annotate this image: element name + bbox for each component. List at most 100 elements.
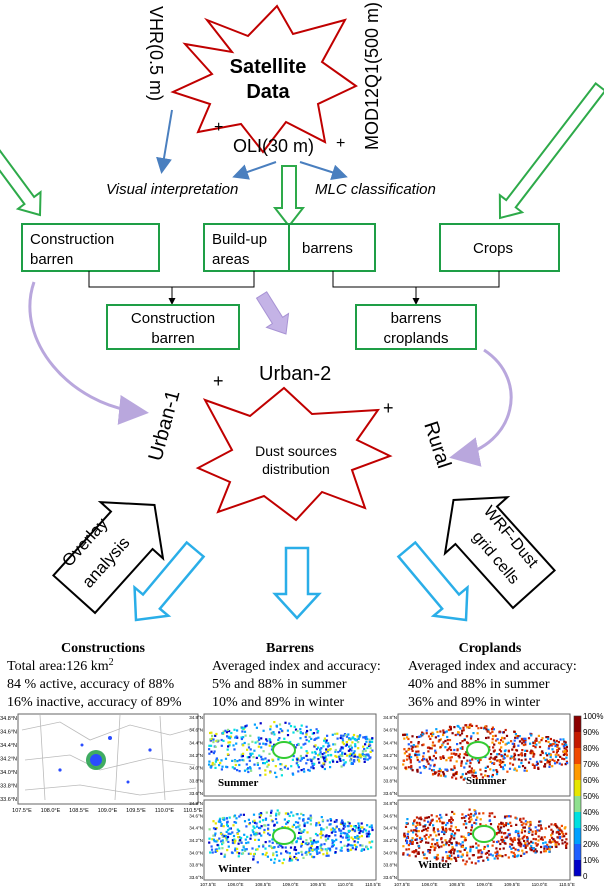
map-pixel bbox=[457, 829, 460, 832]
map-pixel bbox=[348, 753, 351, 757]
map-pixel bbox=[504, 854, 507, 857]
map-pixel bbox=[208, 748, 211, 751]
map-pixel bbox=[254, 838, 257, 841]
map-pixel bbox=[479, 818, 482, 821]
map-pixel bbox=[510, 740, 513, 743]
map-pixel bbox=[454, 832, 457, 835]
map-pixel bbox=[344, 744, 347, 747]
map-pixel bbox=[414, 754, 417, 757]
map-pixel bbox=[297, 821, 300, 824]
map-pixel bbox=[253, 749, 256, 752]
map-pixel bbox=[418, 766, 421, 769]
map-pixel bbox=[522, 737, 525, 740]
map-pixel bbox=[450, 832, 453, 836]
map-pixel bbox=[291, 758, 294, 761]
map-pixel bbox=[353, 825, 356, 828]
map-pixel bbox=[340, 829, 343, 832]
map-pixel bbox=[237, 842, 240, 845]
map-pixel bbox=[358, 755, 361, 758]
map-pixel bbox=[503, 764, 506, 767]
map-pixel bbox=[331, 845, 335, 848]
map-pixel bbox=[298, 831, 301, 834]
map-pixel bbox=[218, 817, 222, 820]
map-pixel bbox=[333, 820, 336, 823]
map-pixel bbox=[509, 821, 512, 824]
map-pixel bbox=[260, 834, 263, 837]
map-pixel bbox=[287, 812, 290, 816]
map-pixel bbox=[417, 735, 420, 738]
map-pixel bbox=[504, 743, 507, 746]
map-pixel bbox=[218, 764, 221, 767]
map-pixel bbox=[509, 762, 512, 765]
map-pixel bbox=[304, 742, 307, 745]
map-pixel bbox=[352, 752, 355, 755]
map-pixel bbox=[222, 825, 225, 828]
map-pixel bbox=[353, 750, 356, 753]
map-pixel bbox=[335, 825, 338, 828]
map-pixel bbox=[450, 858, 453, 861]
map-pixel bbox=[425, 841, 428, 844]
map-pixel bbox=[557, 754, 560, 757]
map-pixel bbox=[365, 740, 368, 743]
method-mlc-label: MLC classification bbox=[315, 181, 436, 198]
map-pixel bbox=[419, 816, 422, 819]
map-pixel bbox=[257, 845, 261, 848]
map-pixel bbox=[447, 844, 451, 847]
map-pixel bbox=[269, 739, 272, 742]
map-pixel bbox=[552, 739, 556, 742]
map-pixel bbox=[214, 745, 217, 748]
map-pixel bbox=[326, 734, 329, 737]
map-pixel bbox=[557, 741, 560, 744]
map-pixel bbox=[332, 760, 335, 763]
map-pixel bbox=[549, 737, 552, 741]
map-pixel bbox=[213, 834, 216, 837]
map-pixel bbox=[492, 746, 495, 749]
map-pixel bbox=[243, 741, 246, 745]
map-pixel bbox=[357, 822, 360, 825]
map-pixel bbox=[421, 759, 424, 762]
map-pixel bbox=[292, 731, 295, 734]
map-pixel bbox=[341, 836, 344, 839]
sensor-oli-label: OLI(30 m) bbox=[233, 136, 314, 156]
map-pixel bbox=[564, 763, 567, 766]
map-pixel bbox=[412, 831, 415, 834]
map-pixel bbox=[233, 767, 236, 770]
map-pixel bbox=[428, 851, 431, 854]
map-pixel bbox=[543, 765, 547, 768]
map-pixel bbox=[499, 765, 503, 768]
map-pixel bbox=[366, 835, 369, 838]
map-pixel bbox=[464, 838, 467, 842]
map-pixel bbox=[488, 757, 491, 760]
map-pixel bbox=[312, 732, 316, 735]
map-pixel bbox=[252, 813, 256, 816]
map-pixel bbox=[524, 842, 527, 845]
map-pixel bbox=[346, 844, 349, 848]
map-pixel bbox=[328, 761, 331, 764]
map-pixel bbox=[485, 736, 488, 740]
map-pixel bbox=[244, 725, 247, 728]
map-pixel bbox=[411, 735, 414, 738]
map-pixel bbox=[552, 838, 555, 841]
map-pixel bbox=[242, 744, 245, 747]
wrf-dust-arrow bbox=[443, 496, 557, 610]
map-pixel bbox=[317, 754, 320, 757]
map-pixel bbox=[342, 759, 345, 762]
map-pixel bbox=[213, 750, 216, 753]
map-pixel bbox=[208, 828, 211, 831]
map-pixel bbox=[491, 812, 494, 815]
map-pixel bbox=[524, 820, 527, 823]
map-pixel bbox=[269, 845, 272, 848]
box-merged-barrens-label: barrens bbox=[391, 310, 442, 327]
map-pixel bbox=[319, 836, 323, 839]
map-pixel bbox=[284, 764, 287, 768]
map-pixel bbox=[433, 846, 436, 849]
panel-barrens-line3: 10% and 89% in winter bbox=[212, 695, 345, 710]
plus-sign: + bbox=[213, 371, 224, 391]
map-pixel bbox=[273, 721, 276, 724]
map-pixel bbox=[433, 765, 436, 768]
map-pixel bbox=[498, 829, 501, 832]
map-pixel bbox=[427, 826, 430, 829]
map-pixel bbox=[544, 752, 548, 755]
map-pixel bbox=[429, 821, 432, 824]
map-pixel bbox=[222, 730, 225, 733]
